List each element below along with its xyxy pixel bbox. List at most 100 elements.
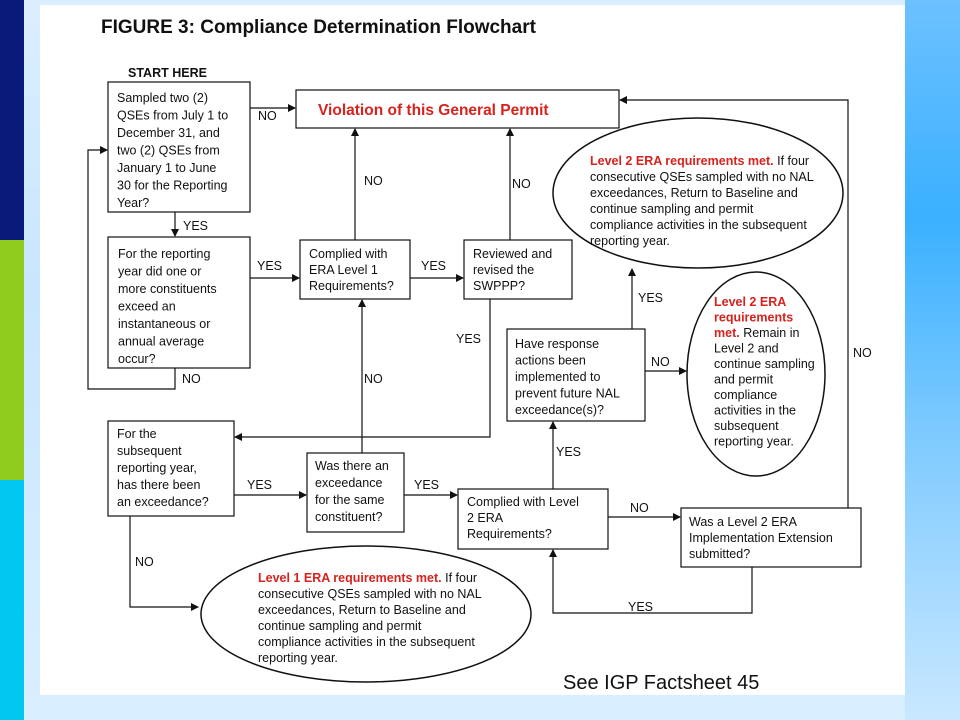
flowchart-diagram: FIGURE 3: Compliance Determination Flowc… xyxy=(87,17,872,683)
text-line: consecutive QSEs sampled with no NAL xyxy=(590,170,814,184)
text-line: 2 ERA xyxy=(467,511,504,525)
text-line: Have response xyxy=(515,337,599,351)
violation-label: Violation of this General Permit xyxy=(318,102,549,119)
text-line: Complied with xyxy=(309,247,388,261)
figure-title: FIGURE 3: Compliance Determination Flowc… xyxy=(101,17,537,38)
label-yes: YES xyxy=(421,259,446,273)
box-complied-level2: Complied with Level 2 ERA Requirements? xyxy=(457,488,609,550)
text-line: more constituents xyxy=(118,282,217,296)
right-background-band xyxy=(905,0,960,720)
text-line: actions been xyxy=(515,354,586,368)
text-line: January 1 to June xyxy=(117,161,216,175)
label-yes: YES xyxy=(638,291,663,305)
text-line: annual average xyxy=(118,335,204,349)
text-line: subsequent xyxy=(117,444,182,458)
ellipse-heading: Level 2 ERA xyxy=(714,295,786,309)
text-line: 30 for the Reporting xyxy=(117,179,228,193)
box-response-text: Have response actions been implemented to p… xyxy=(515,337,620,417)
text-line: reporting year. xyxy=(590,234,670,248)
text-line: occur? xyxy=(118,352,156,366)
text-line: Was there an xyxy=(315,459,389,473)
label-yes: YES xyxy=(247,478,272,492)
text-line: exceed an xyxy=(118,300,176,314)
text-line: compliance activities in the subsequent xyxy=(590,218,807,232)
text-line: consecutive QSEs sampled with no NAL xyxy=(258,587,482,601)
text-line: If four xyxy=(777,154,809,168)
text-line: Year? xyxy=(117,196,149,210)
text-line: reporting year. xyxy=(258,651,338,665)
flowchart-slide: FIGURE 3: Compliance Determination Flowc… xyxy=(40,5,905,695)
text-line: continue sampling and permit xyxy=(258,619,422,633)
ellipse-heading: Level 2 ERA requirements met. xyxy=(590,154,777,168)
text-line: instantaneous or xyxy=(118,317,210,331)
text-line: for the same xyxy=(315,493,385,507)
text-line: reporting year, xyxy=(117,461,197,475)
text-line: continue sampling and permit xyxy=(590,202,754,216)
label-yes: YES xyxy=(183,219,208,233)
violation-box xyxy=(295,89,620,129)
text-line: Sampled two (2) xyxy=(117,91,208,105)
left-stripe-green xyxy=(0,240,24,480)
label-no: NO xyxy=(258,109,277,123)
ellipse-heading: requirements xyxy=(714,311,793,325)
ellipse-heading: met. xyxy=(714,326,743,340)
text-line: an exceedance? xyxy=(117,495,209,509)
box-subsequent-year: For the subsequent reporting year, has ther… xyxy=(107,420,235,517)
text-line: year did one or xyxy=(118,265,201,279)
text-line: Remain in xyxy=(743,326,799,340)
text-line: prevent future NAL xyxy=(515,387,620,401)
text-line: Complied with Level xyxy=(467,495,579,509)
box-extension-text: Was a Level 2 ERA Implementation Extensio… xyxy=(689,515,833,561)
text-line: compliance xyxy=(714,388,777,402)
text-line: continue sampling xyxy=(714,357,815,371)
label-yes: YES xyxy=(556,445,581,459)
text-line: exceedance(s)? xyxy=(515,403,604,417)
text-line: Implementation Extension xyxy=(689,531,833,545)
text-line: QSEs from July 1 to xyxy=(117,109,228,123)
box-same-constituent: Was there an exceedance for the same consti… xyxy=(306,452,405,533)
text-line: exceedances, Return to Baseline and xyxy=(590,186,798,200)
box-response-actions: Have response actions been implemented to p… xyxy=(506,328,646,422)
text-line: Level 2 and xyxy=(714,342,779,356)
text-line: ERA Level 1 xyxy=(309,263,378,277)
label-no: NO xyxy=(651,355,670,369)
text-line: and permit xyxy=(714,373,774,387)
text-line: implemented to xyxy=(515,370,601,384)
label-no: NO xyxy=(853,346,872,360)
ellipse-level2-baseline: Level 2 ERA requirements met. If four con… xyxy=(552,117,844,269)
ellipse-top-text: Level 2 ERA requirements met. If four con… xyxy=(590,154,814,248)
text-line: revised the xyxy=(473,263,534,277)
connectors xyxy=(87,96,849,614)
text-line: constituent? xyxy=(315,510,382,524)
label-yes: YES xyxy=(257,259,282,273)
text-line: Was a Level 2 ERA xyxy=(689,515,798,529)
text-line: has there been xyxy=(117,478,200,492)
text-line: exceedance xyxy=(315,476,382,490)
label-yes: YES xyxy=(414,478,439,492)
text-line: Reviewed and xyxy=(473,247,552,261)
label-no: NO xyxy=(512,177,531,191)
label-yes: YES xyxy=(628,600,653,614)
text-line: For the xyxy=(117,427,157,441)
text-line: two (2) QSEs from xyxy=(117,144,220,158)
box-subsequent-text: For the subsequent reporting year, has ther… xyxy=(117,427,209,509)
label-no: NO xyxy=(630,501,649,515)
box-same-text: Was there an exceedance for the same consti… xyxy=(315,459,389,524)
text-line: Requirements? xyxy=(309,279,394,293)
label-no: NO xyxy=(182,372,201,386)
text-line: Requirements? xyxy=(467,527,552,541)
label-no: NO xyxy=(364,174,383,188)
left-stripe-cyan xyxy=(0,480,24,720)
text-line: activities in the xyxy=(714,404,796,418)
text-line: compliance activities in the subsequent xyxy=(258,635,475,649)
start-here-label: START HERE xyxy=(128,66,207,80)
ellipse-heading: Level 1 ERA requirements met. xyxy=(258,571,445,585)
